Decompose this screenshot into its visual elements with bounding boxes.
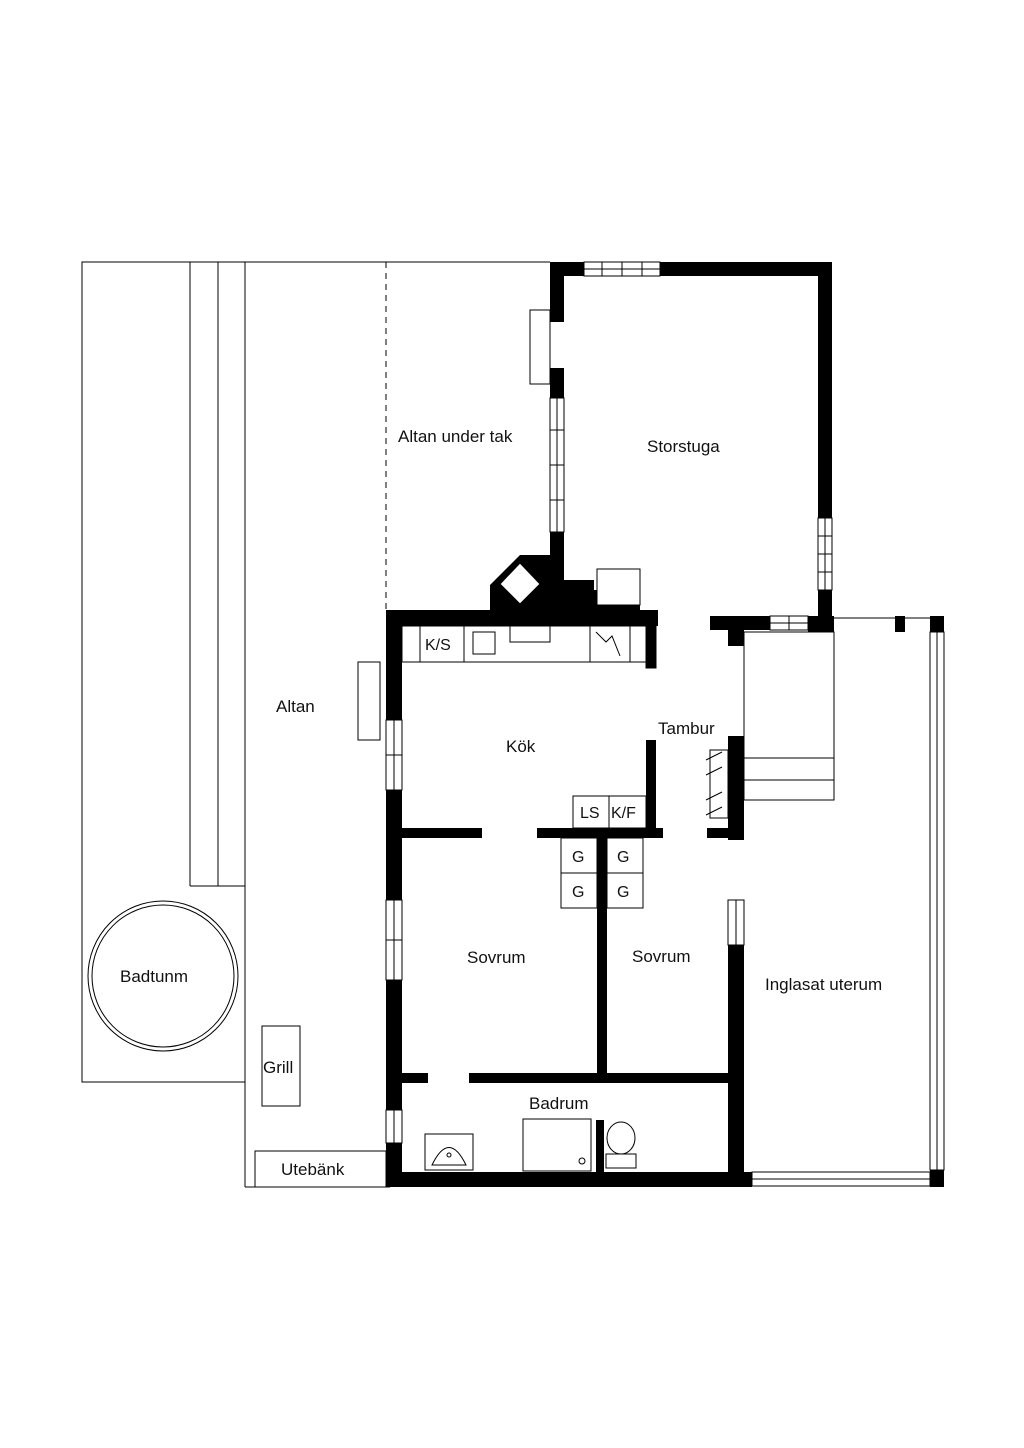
stove-outline <box>596 568 641 606</box>
kitchen-counter <box>401 615 657 669</box>
room-label-kok: Kök <box>506 737 536 756</box>
uterum-glazing <box>743 617 945 1187</box>
room-label-sovrum-right: Sovrum <box>632 947 691 966</box>
room-label-badtunna: Badtunm <box>120 967 188 986</box>
grill-outline <box>261 1025 301 1107</box>
bathroom-fixtures <box>424 1118 637 1172</box>
room-label-sovrum-left: Sovrum <box>467 948 526 967</box>
fixture-label-kf: K/F <box>611 805 636 822</box>
room-label-inglasat-uterum: Inglasat uterum <box>765 975 882 994</box>
hot-tub <box>87 900 239 1052</box>
room-label-altan: Altan <box>276 697 315 716</box>
fixture-label-ks: K/S <box>425 637 451 654</box>
room-label-utebank: Utebänk <box>281 1160 345 1179</box>
room-label-tambur: Tambur <box>658 719 715 738</box>
kf-box <box>608 795 647 829</box>
deck-outlines <box>81 261 550 1188</box>
house-windows <box>357 615 809 1144</box>
fixture-label-g: G <box>572 849 584 866</box>
house-walls <box>386 610 944 1187</box>
storstuga-windows <box>529 261 833 591</box>
room-label-storstuga: Storstuga <box>647 437 720 456</box>
room-label-grill: Grill <box>263 1058 293 1077</box>
fixture-label-g: G <box>617 849 629 866</box>
room-label-badrum: Badrum <box>529 1094 589 1113</box>
fixture-label-g: G <box>572 884 584 901</box>
fixture-label-g: G <box>617 884 629 901</box>
wardrobes <box>560 837 644 909</box>
fixture-label-ls: LS <box>580 805 600 822</box>
fireplace <box>499 562 541 605</box>
room-label-altan-under-tak: Altan under tak <box>398 427 513 446</box>
